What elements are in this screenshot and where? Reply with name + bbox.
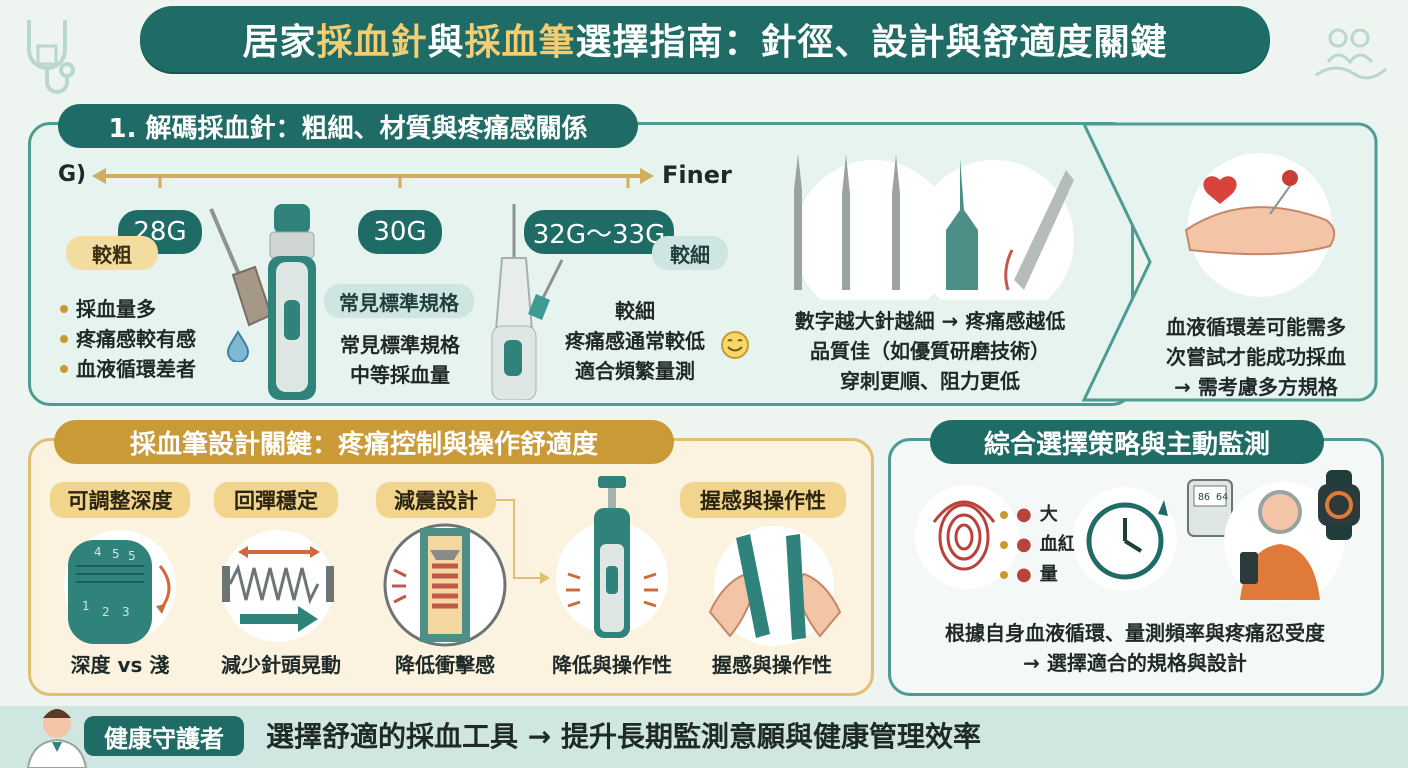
title-highlight: 採血筆	[464, 22, 576, 63]
dial-number: 2	[102, 605, 110, 619]
rebound-caption: 減少針頭晃動	[221, 653, 341, 677]
fingerprint-icon	[915, 485, 1019, 589]
gauge-30g-text: 常見標準規格 中等採血量	[320, 330, 480, 390]
dial-number: 4	[94, 545, 102, 559]
rebound-label: 回彈穩定	[214, 482, 338, 518]
axis-right-label: Finer	[662, 161, 732, 189]
clock-icon	[1073, 487, 1177, 591]
page-title: 居家採血針與採血筆選擇指南：針徑、設計與舒適度關鍵	[140, 6, 1270, 72]
damping-caption: 降低衝擊感	[395, 653, 495, 677]
blood-drop-icon	[226, 330, 250, 362]
text-line: 中等採血量	[350, 363, 450, 387]
text-line: 數字越大針越細 → 疼痛感越低	[794, 309, 1066, 333]
hands-holding-pen-illustration	[708, 526, 842, 646]
flow-arrow-icon	[496, 499, 550, 584]
gauge-axis-arrow	[92, 168, 654, 188]
legend-item: ●血紅	[1000, 530, 1076, 560]
text-line: 根據自身血液循環、量測頻率與疼痛忍受度	[945, 621, 1325, 645]
gauge-30g-tag: 常見標準規格	[324, 284, 474, 318]
smartwatch-icon	[1318, 470, 1360, 540]
damping-label: 減震設計	[376, 482, 496, 518]
footer-badge: 健康守護者	[84, 716, 244, 756]
section-3-title: 綜合選擇策略與主動監測	[930, 420, 1324, 464]
gauge-28g-bullets: 採血量多 疼痛感較有感 血液循環差者	[60, 294, 196, 384]
quality-text: 數字越大針越細 → 疼痛感越低 品質佳（如優質研磨技術） 穿刺更順、阻力更低	[760, 306, 1100, 396]
doctor-avatar-icon	[26, 709, 88, 768]
pen-caption: 降低與操作性	[552, 653, 672, 677]
spring-illustration	[222, 530, 334, 642]
blood-pressure-monitor-icon: 86 64	[1187, 479, 1254, 546]
title-highlight: 採血針	[316, 22, 428, 63]
legend-label: 血紅	[1039, 534, 1076, 555]
gauge-30g-pill: 30G	[358, 210, 442, 254]
lancing-pen-vibration-icon	[556, 476, 668, 638]
gauge-32g-text: 較細 疼痛感通常較低 適合頻繁量測	[540, 296, 730, 386]
finger-blood-illustration	[1184, 153, 1336, 297]
section-2-title: 採血筆設計關鍵：疼痛控制與操作舒適度	[54, 420, 674, 464]
legend-item: ●量	[1000, 560, 1076, 590]
elderly-person-phone-illustration	[1224, 482, 1344, 602]
needle-comparison-illustration	[794, 154, 1074, 300]
disposable-lancet-icon	[491, 204, 564, 400]
text-line: 較細	[615, 299, 655, 323]
circulation-text: 血液循環差可能需多 次嘗試才能成功採血 → 需考慮多方規格	[1146, 312, 1366, 402]
depth-caption: 深度 vs 淺	[70, 653, 170, 677]
bullet-item: 採血量多	[60, 294, 196, 324]
damping-illustration	[383, 523, 507, 647]
text-line: → 選擇適合的規格與設計	[1023, 651, 1247, 675]
section-1-title: 1. 解碼採血針：粗細、材質與疼痛感關係	[58, 104, 638, 148]
monitor-readout: 86 64	[1198, 492, 1228, 503]
text-line: 穿刺更順、阻力更低	[840, 369, 1020, 393]
dial-number: 1	[82, 599, 90, 613]
family-care-icon	[1315, 28, 1387, 80]
gauge-32g-tag: 較細	[652, 236, 728, 270]
text-line: 次嘗試才能成功採血	[1166, 345, 1346, 369]
strategy-text: 根據自身血液循環、量測頻率與疼痛忍受度 → 選擇適合的規格與設計	[898, 618, 1372, 678]
grip-caption: 握感與操作性	[712, 653, 832, 677]
gauge-32g-pill: 32G～33G	[524, 210, 674, 254]
footer-message: 選擇舒適的採血工具 → 提升長期監測意願與健康管理效率	[266, 720, 981, 753]
legend-item: ●大	[1000, 500, 1076, 530]
title-part: 與	[427, 22, 465, 63]
axis-left-label: G)	[58, 162, 87, 187]
gauge-28g-tag: 較粗	[66, 236, 158, 270]
depth-label: 可調整深度	[50, 482, 190, 518]
stethoscope-icon	[27, 20, 75, 94]
title-part: 選擇指南：針徑、設計與舒適度關鍵	[575, 22, 1168, 63]
text-line: 常見標準規格	[340, 333, 460, 357]
text-line: 適合頻繁量測	[575, 359, 695, 383]
bullet-item: 血液循環差者	[60, 354, 196, 384]
dial-number: 5	[112, 547, 120, 561]
grip-label: 握感與操作性	[680, 482, 846, 518]
text-line: 品質佳（如優質研磨技術）	[810, 339, 1050, 363]
legend-label: 大	[1039, 504, 1058, 525]
dial-number: 5	[128, 549, 136, 563]
dial-number: 3	[122, 605, 130, 619]
legend: ●大 ●血紅 ●量	[1000, 500, 1076, 590]
text-line: 血液循環差可能需多	[1166, 315, 1346, 339]
text-line: → 需考慮多方規格	[1174, 375, 1338, 399]
lancing-pen-icon	[268, 204, 316, 400]
title-part: 居家	[242, 22, 317, 63]
bullet-item: 疼痛感較有感	[60, 324, 196, 354]
legend-label: 量	[1039, 564, 1058, 585]
smile-icon	[721, 331, 749, 359]
text-line: 疼痛感通常較低	[565, 329, 705, 353]
depth-dial-illustration: 4 5 5 1 2 3	[64, 530, 176, 644]
